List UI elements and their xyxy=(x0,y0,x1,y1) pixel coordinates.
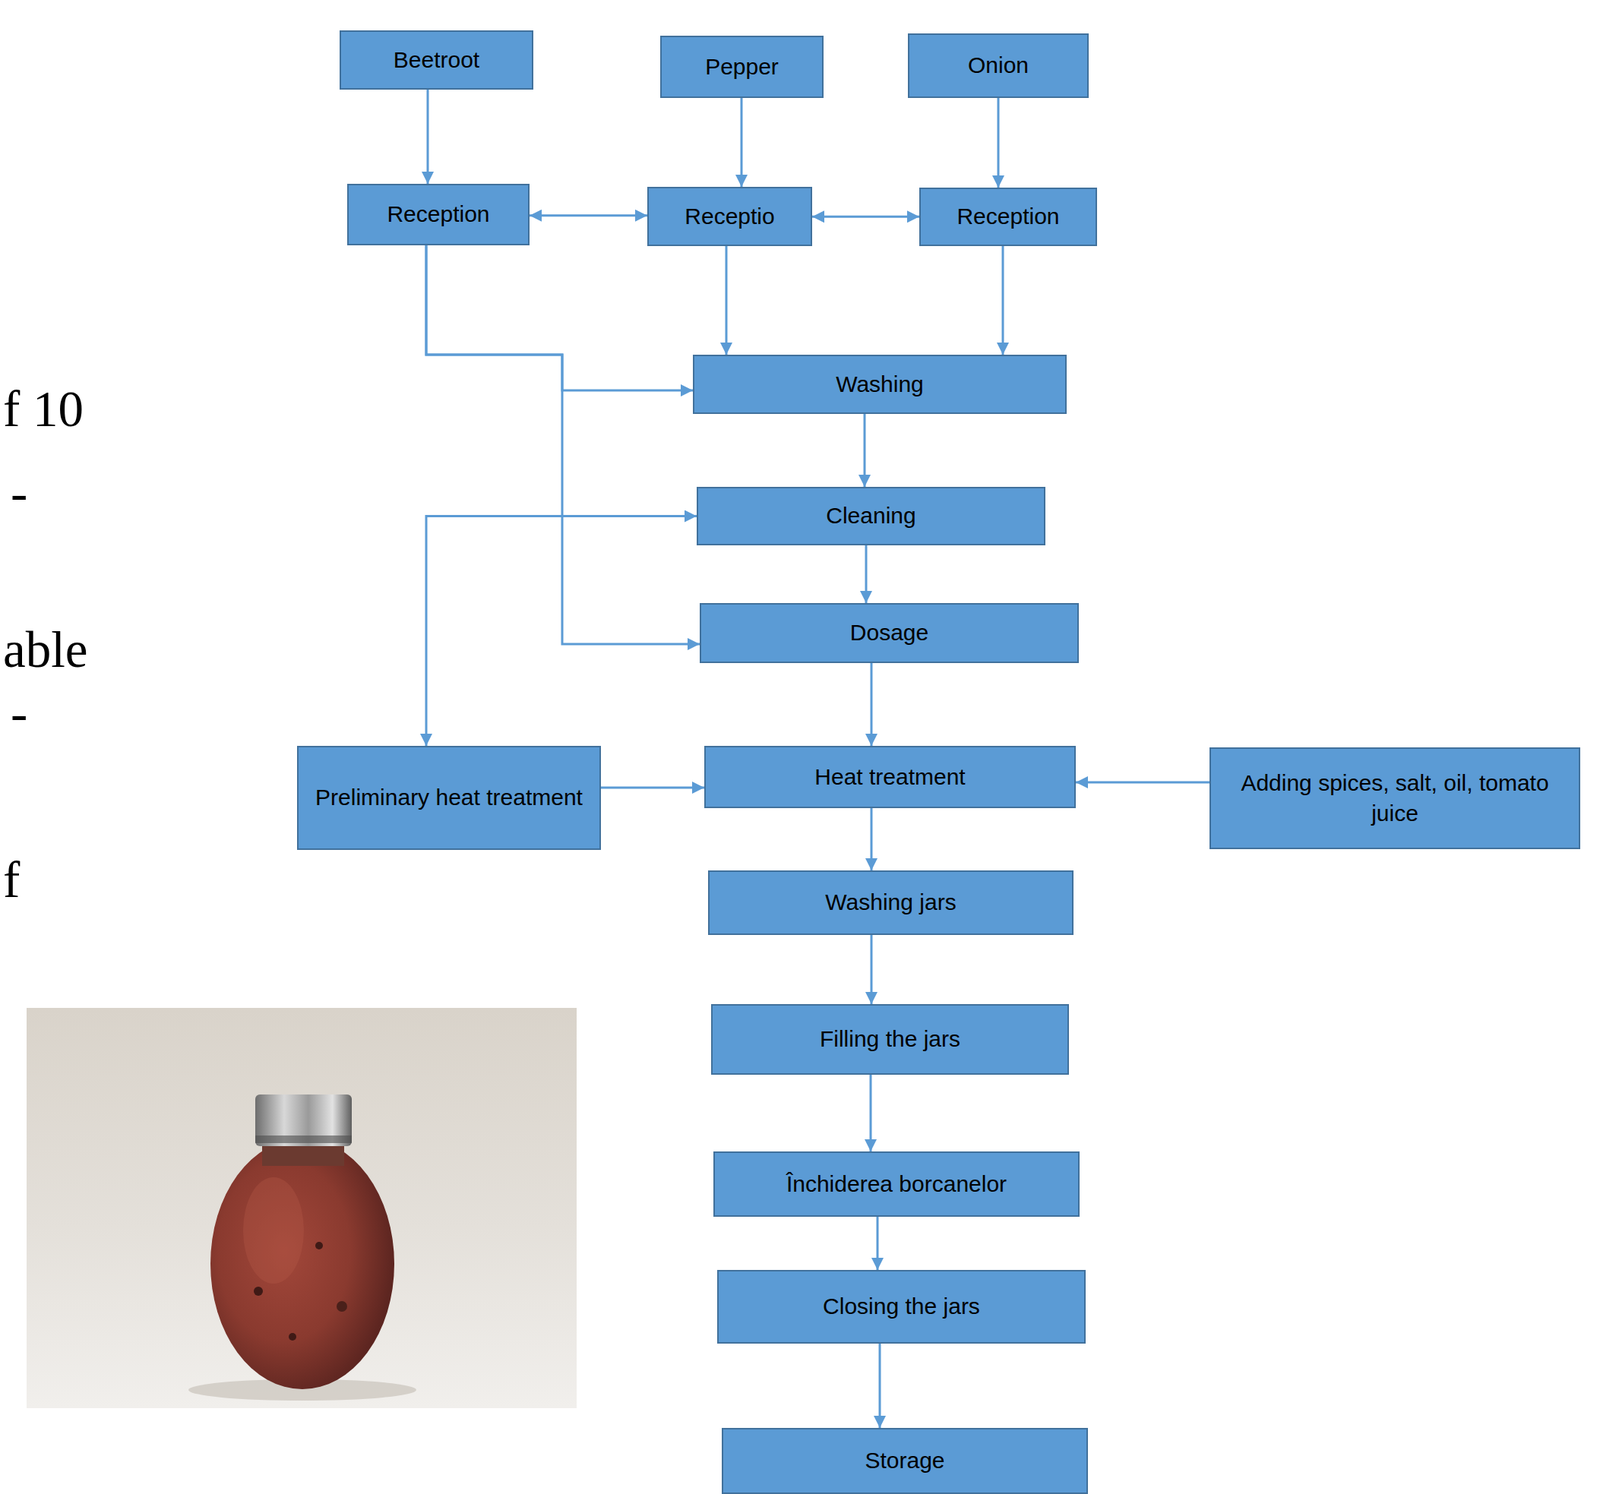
process-box: Closing the jars xyxy=(717,1270,1086,1344)
flow-arrow xyxy=(600,787,705,790)
process-box: Washing jars xyxy=(708,870,1074,936)
process-box: Receptio xyxy=(647,186,813,247)
flow-arrow xyxy=(870,935,873,1005)
flow-arrow xyxy=(1002,246,1005,355)
flow-arrow xyxy=(997,98,1000,188)
photo-ground xyxy=(26,1008,577,1409)
process-box: Filling the jars xyxy=(711,1004,1069,1076)
slide-text-fragment: able xyxy=(3,624,89,676)
jar-body xyxy=(210,1138,395,1390)
flow-arrow xyxy=(426,516,697,747)
process-box: Închiderea borcanelor xyxy=(713,1151,1080,1218)
flow-arrow xyxy=(865,545,868,604)
box-text: Pepper xyxy=(705,51,779,83)
box-text: Reception xyxy=(956,201,1060,233)
process-box: Heat treatment xyxy=(704,746,1076,809)
box-text: Cleaning xyxy=(825,500,916,532)
process-box: Reception xyxy=(919,187,1098,247)
box-text: Beetroot xyxy=(393,44,480,76)
box-text: Onion xyxy=(967,50,1029,82)
flow-arrow xyxy=(869,1075,873,1152)
box-text: Washing jars xyxy=(825,887,956,919)
flow-arrow xyxy=(426,245,693,391)
process-box: Pepper xyxy=(660,35,824,99)
flow-arrow xyxy=(870,808,873,871)
box-text: Preliminary heat treatment xyxy=(315,782,583,814)
jar-lid xyxy=(255,1094,352,1147)
flow-arrow xyxy=(870,663,873,747)
process-box: Washing xyxy=(692,354,1067,415)
flow-arrow xyxy=(529,214,648,217)
box-text: Storage xyxy=(864,1445,945,1477)
flow-arrow xyxy=(863,414,867,487)
box-text: Washing xyxy=(835,369,924,401)
process-box: Reception xyxy=(347,183,530,246)
box-text: Dosage xyxy=(850,617,929,649)
box-text: Închiderea borcanelor xyxy=(786,1169,1007,1201)
box-text: Adding spices, salt, oil, tomato juice xyxy=(1220,768,1570,830)
flow-arrow xyxy=(876,1217,880,1271)
process-box: Onion xyxy=(907,33,1089,99)
process-box: Beetroot xyxy=(339,30,534,90)
box-text: Filling the jars xyxy=(819,1024,961,1056)
flow-arrow xyxy=(879,1343,882,1429)
process-box: Dosage xyxy=(699,603,1079,664)
box-text: Receptio xyxy=(684,201,775,233)
flow-arrow xyxy=(426,89,430,184)
box-text: Reception xyxy=(386,199,490,231)
slide-text-fragment: - xyxy=(10,687,28,739)
flow-arrow xyxy=(426,245,700,645)
process-box: Adding spices, salt, oil, tomato juice xyxy=(1209,747,1581,850)
slide-text-fragment: f xyxy=(3,854,20,906)
process-box: Storage xyxy=(721,1428,1088,1494)
flow-arrow xyxy=(725,246,728,355)
slide-text-fragment: f 10 xyxy=(3,383,84,435)
process-box: Preliminary heat treatment xyxy=(297,746,601,851)
box-text: Closing the jars xyxy=(822,1291,981,1323)
process-box: Cleaning xyxy=(696,486,1046,546)
flow-arrow xyxy=(812,215,920,219)
slide-text-fragment: - xyxy=(10,467,28,519)
flow-arrow xyxy=(1075,781,1210,785)
flow-arrow xyxy=(740,98,744,187)
box-text: Heat treatment xyxy=(814,762,965,794)
